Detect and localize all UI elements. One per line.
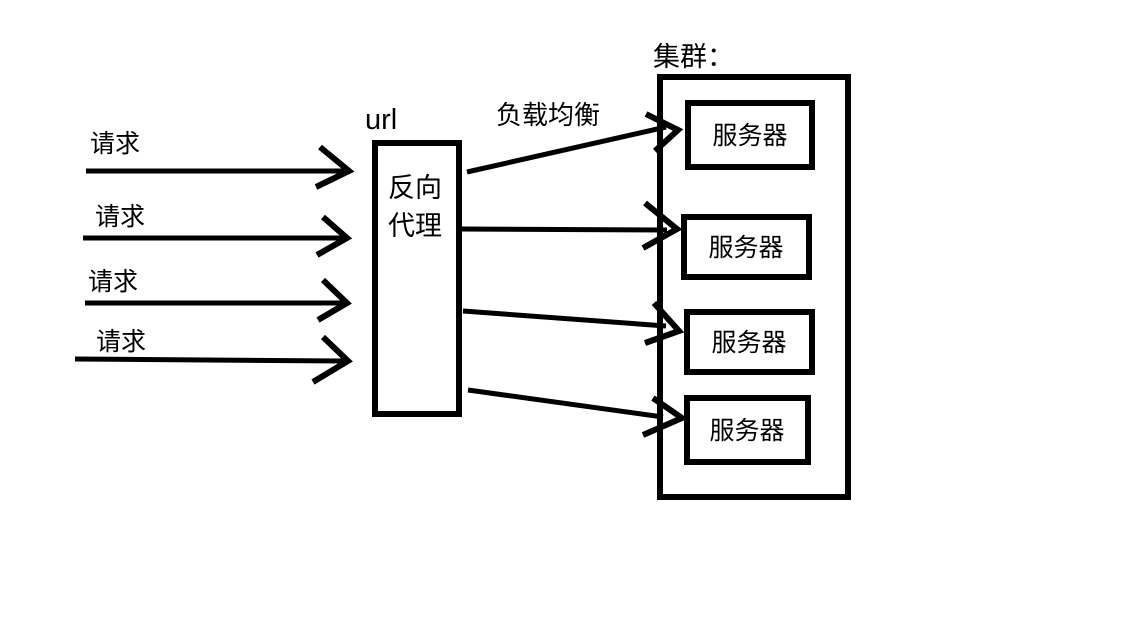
- lb-arrow-line-1: [466, 124, 667, 175]
- proxy-box: [372, 140, 462, 417]
- request-label-1: 请求: [90, 130, 140, 158]
- lb-arrow-group-2: [459, 200, 683, 251]
- lb-arrowhead-2: [641, 200, 683, 251]
- lb-arrow-line-2: [459, 226, 668, 233]
- request-arrow-group-3: 请求: [85, 268, 352, 323]
- request-label-3: 请求: [88, 268, 138, 296]
- proxy-label-line2: 代理: [388, 211, 442, 241]
- lb-arrow-group-4: [467, 387, 689, 438]
- lb-arrow-line-4: [467, 387, 664, 420]
- server-box-2: 服务器: [681, 214, 812, 280]
- server-box-rect-3: [684, 309, 815, 375]
- request-label-4: 请求: [96, 328, 146, 356]
- request-arrow-line-4: [74, 356, 344, 364]
- cluster-title: 集群：: [653, 42, 734, 72]
- server-box-3: 服务器: [684, 309, 815, 375]
- request-arrow-group-2: 请求: [83, 203, 353, 258]
- proxy-url-label: url: [365, 104, 397, 136]
- server-box-rect-2: [681, 214, 812, 280]
- server-label-1: 服务器: [712, 122, 787, 150]
- request-arrow-group-4: 请求: [74, 328, 353, 385]
- lb-arrow-group-3: [462, 301, 685, 346]
- request-arrowhead-2: [315, 214, 353, 258]
- server-label-3: 服务器: [711, 329, 786, 357]
- request-arrowhead-3: [316, 277, 352, 323]
- server-box-rect-4: [684, 395, 811, 465]
- load-balance-label: 负载均衡: [496, 100, 600, 130]
- server-box-1: 服务器: [685, 100, 815, 170]
- proxy-label-line1: 反向: [388, 173, 442, 203]
- server-label-2: 服务器: [708, 234, 783, 262]
- server-box-4: 服务器: [684, 395, 811, 465]
- cluster-box: [657, 74, 851, 500]
- request-arrowhead-4: [311, 334, 353, 385]
- request-arrow-group-1: 请求: [86, 130, 355, 190]
- request-arrowhead-1: [314, 144, 355, 190]
- request-label-2: 请求: [95, 203, 145, 231]
- server-label-4: 服务器: [709, 417, 784, 445]
- server-box-rect-1: [685, 100, 815, 170]
- lb-arrow-line-3: [462, 308, 667, 329]
